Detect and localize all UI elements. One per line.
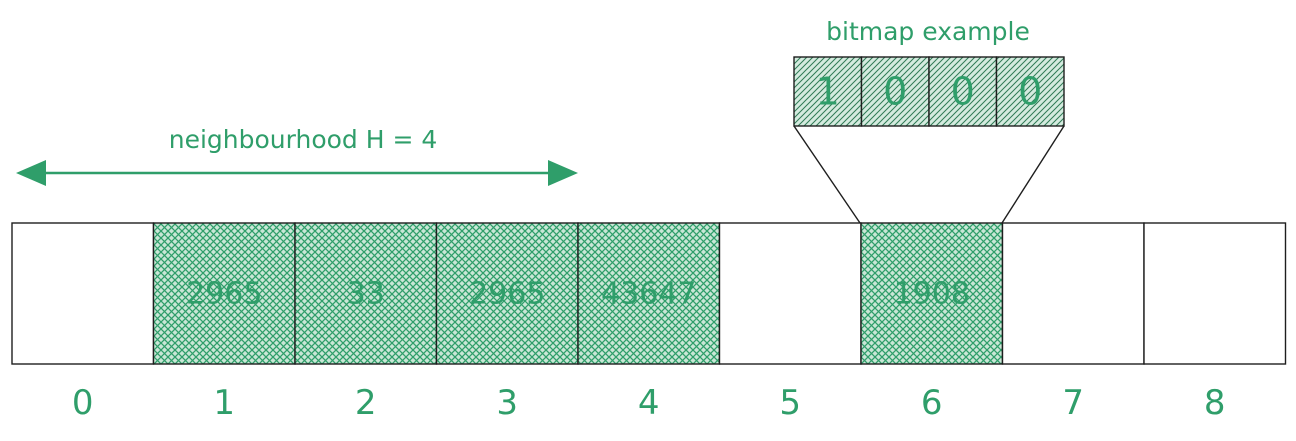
bitmap-cell-1 — [860, 56, 930, 127]
bitmap-cell-3 — [995, 56, 1065, 127]
slot-indices: 0 1 2 3 4 5 6 7 8 — [72, 383, 1226, 423]
bitmap-cell-2 — [928, 56, 998, 127]
neighbourhood-label: neighbourhood H = 4 — [169, 125, 438, 154]
table-slot-7 — [1001, 222, 1145, 365]
hash-table: 2965 33 2965 43647 1908 — [11, 222, 1287, 365]
table-slot-2 — [294, 222, 438, 365]
slot-value-3: 2965 — [469, 277, 545, 312]
slot-value-1: 2965 — [186, 277, 262, 312]
slot-index-4: 4 — [638, 383, 660, 423]
bitmap-bit-2: 0 — [951, 70, 975, 114]
table-slot-0 — [11, 222, 155, 365]
table-slot-4 — [577, 222, 721, 365]
slot-index-5: 5 — [779, 383, 801, 423]
slot-value-4: 43647 — [601, 277, 696, 312]
bitmap-bit-3: 0 — [1018, 70, 1042, 114]
slot-value-2: 33 — [347, 277, 385, 312]
neighbourhood-arrow — [16, 160, 578, 186]
bitmap-bit-0: 1 — [816, 70, 840, 114]
slot-index-7: 7 — [1062, 383, 1084, 423]
slot-value-6: 1908 — [894, 277, 970, 312]
table-slot-5 — [718, 222, 862, 365]
bitmap-connector — [793, 125, 1065, 224]
slot-index-8: 8 — [1204, 383, 1226, 423]
slot-index-0: 0 — [72, 383, 94, 423]
table-slot-8 — [1143, 222, 1287, 365]
slot-index-6: 6 — [921, 383, 943, 423]
table-slot-6 — [860, 222, 1004, 365]
bitmap-bit-1: 0 — [883, 70, 907, 114]
slot-index-1: 1 — [213, 383, 235, 423]
slot-index-3: 3 — [496, 383, 518, 423]
slot-index-2: 2 — [355, 383, 377, 423]
bitmap-title: bitmap example — [826, 17, 1030, 46]
